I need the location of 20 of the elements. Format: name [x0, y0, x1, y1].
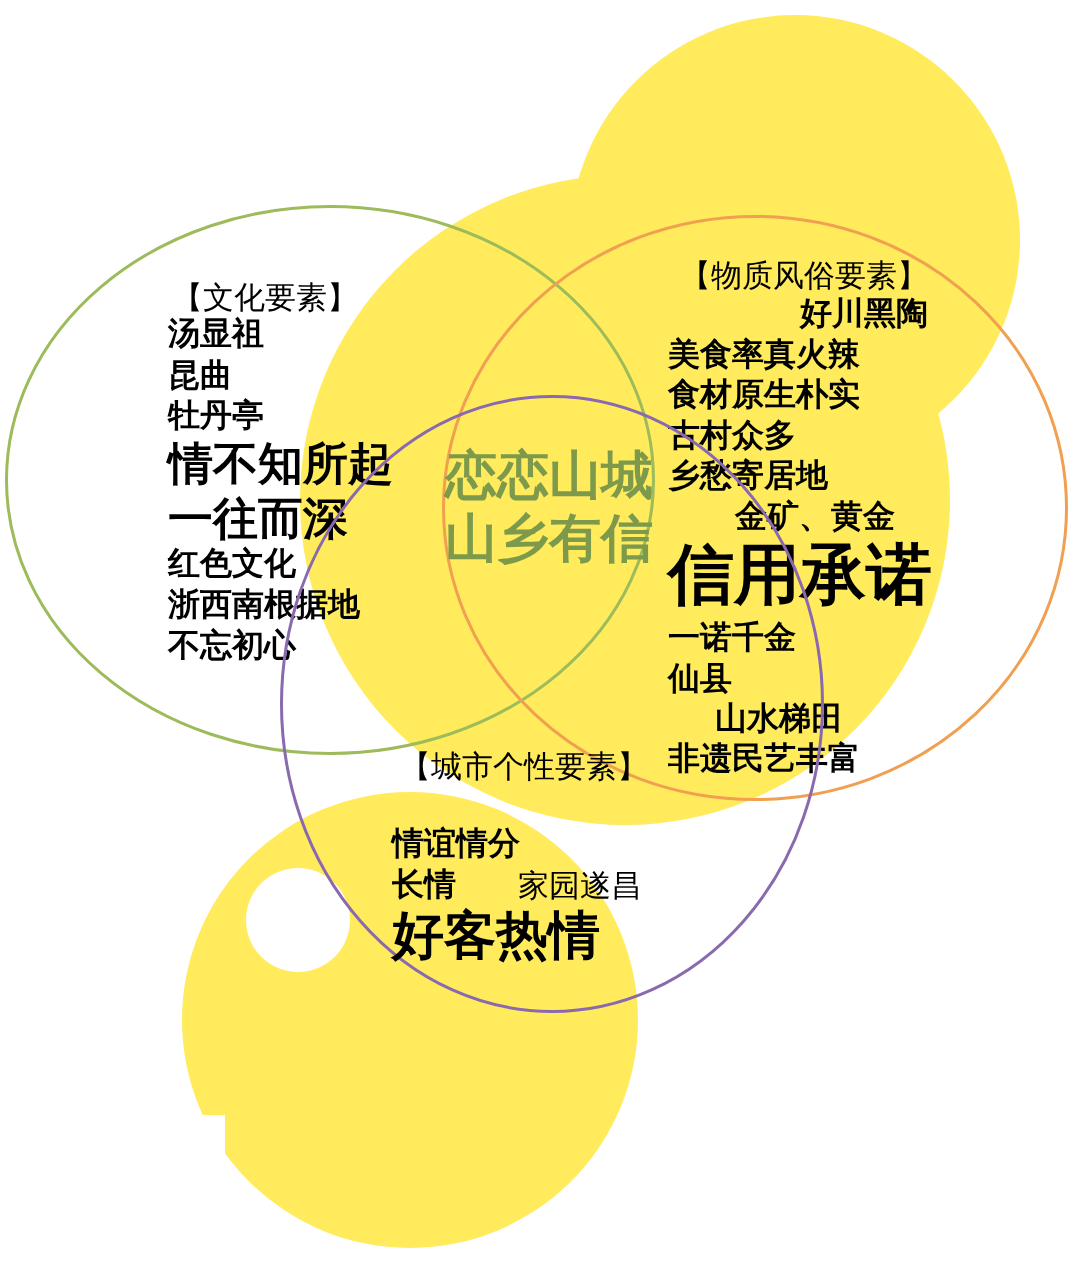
keyword-text: 牡丹亭 — [168, 399, 264, 431]
keyword-text: 昆曲 — [168, 359, 232, 391]
keyword-text: 山水梯田 — [715, 702, 843, 734]
keyword-text: 情谊情分 — [392, 827, 520, 859]
category-heading: 【文化要素】 — [172, 281, 358, 313]
keyword-text: 情不知所起 — [168, 440, 393, 486]
keyword-text: 好川黑陶 — [800, 297, 928, 329]
keyword-text: 一诺千金 — [668, 621, 796, 653]
slogan-text: 恋恋山城 — [445, 449, 653, 501]
category-heading: 【物质风俗要素】 — [680, 259, 928, 291]
keyword-text: 美食率真火辣 — [668, 338, 860, 370]
category-heading: 【城市个性要素】 — [400, 750, 648, 782]
keyword-text: 汤显祖 — [168, 317, 264, 349]
keyword-text: 仙县 — [668, 662, 732, 694]
keyword-text: 红色文化 — [168, 547, 296, 579]
keyword-text: 信用承诺 — [668, 542, 932, 608]
keyword-text: 乡愁寄居地 — [668, 459, 828, 491]
keyword-text: 长情 — [392, 868, 456, 900]
keyword-text: 好客热情 — [392, 909, 600, 961]
keyword-text: 食材原生朴实 — [668, 378, 860, 410]
